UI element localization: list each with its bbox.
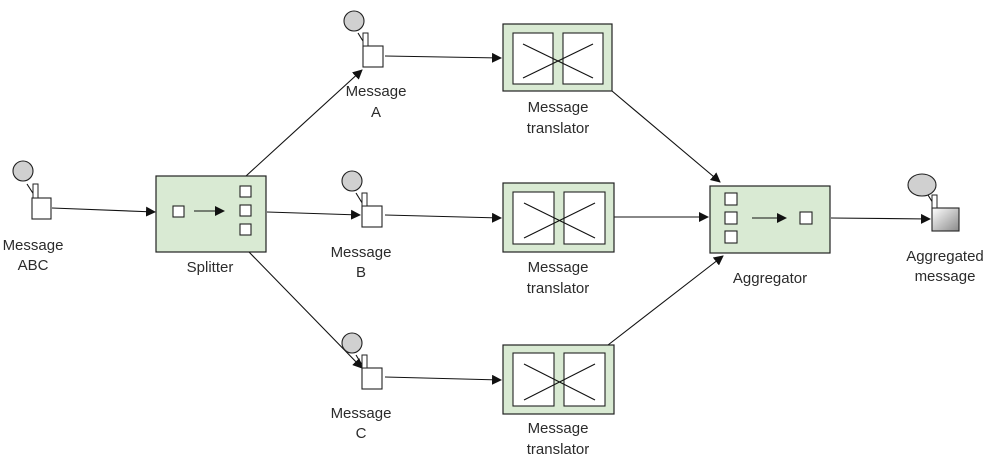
arrow-splitter-to-b: [266, 209, 361, 220]
aggregated-message-node: Aggregated message: [906, 173, 984, 285]
arrow-b-to-translator: [384, 212, 502, 223]
aggregated-label-line1: Aggregated: [906, 248, 984, 265]
message-a-label-line1: Message: [346, 83, 407, 100]
aggregated-label-line2: message: [915, 268, 976, 285]
message-abc-label-line1: Message: [3, 237, 64, 254]
message-icon: [341, 170, 383, 228]
translator-c-label-line1: Message: [528, 420, 589, 437]
message-c-label-line2: C: [356, 425, 367, 442]
translator-a-node: Message translator: [502, 23, 613, 137]
translator-b-node: Message translator: [502, 182, 615, 297]
message-a-node: Message A: [343, 10, 407, 121]
message-icon: [907, 173, 960, 232]
message-abc-node: Message ABC: [3, 160, 64, 274]
message-b-label-line1: Message: [331, 244, 392, 261]
translator-a-label-line2: translator: [527, 120, 590, 137]
arrow-a-to-translator: [384, 52, 502, 63]
translator-a-label-line1: Message: [528, 99, 589, 116]
arrow-translator-c-to-aggregator: [607, 255, 724, 346]
message-c-label-line1: Message: [331, 405, 392, 422]
aggregator-label: Aggregator: [733, 270, 807, 287]
arrow-c-to-translator: [384, 374, 502, 385]
message-icon: [12, 160, 52, 220]
arrow-abc-to-splitter: [51, 206, 156, 217]
arrow-translator-a-to-aggregator: [611, 90, 721, 183]
splitter-label: Splitter: [187, 259, 234, 276]
splitter-node: Splitter: [155, 175, 267, 276]
aggregator-node: Aggregator: [709, 185, 831, 287]
message-a-label-line2: A: [371, 104, 381, 121]
message-abc-label-line2: ABC: [18, 257, 49, 274]
arrow-splitter-to-a: [245, 69, 363, 177]
message-b-node: Message B: [331, 170, 392, 281]
translator-b-label-line2: translator: [527, 280, 590, 297]
message-b-label-line2: B: [356, 264, 366, 281]
message-icon: [341, 332, 383, 390]
translator-c-node: Message translator: [502, 344, 615, 458]
message-c-node: Message C: [331, 332, 392, 442]
message-icon: [343, 10, 384, 68]
arrow-aggregator-to-aggregated: [830, 213, 931, 224]
connectors: [51, 52, 931, 385]
translator-c-label-line2: translator: [527, 441, 590, 458]
translator-b-label-line1: Message: [528, 259, 589, 276]
